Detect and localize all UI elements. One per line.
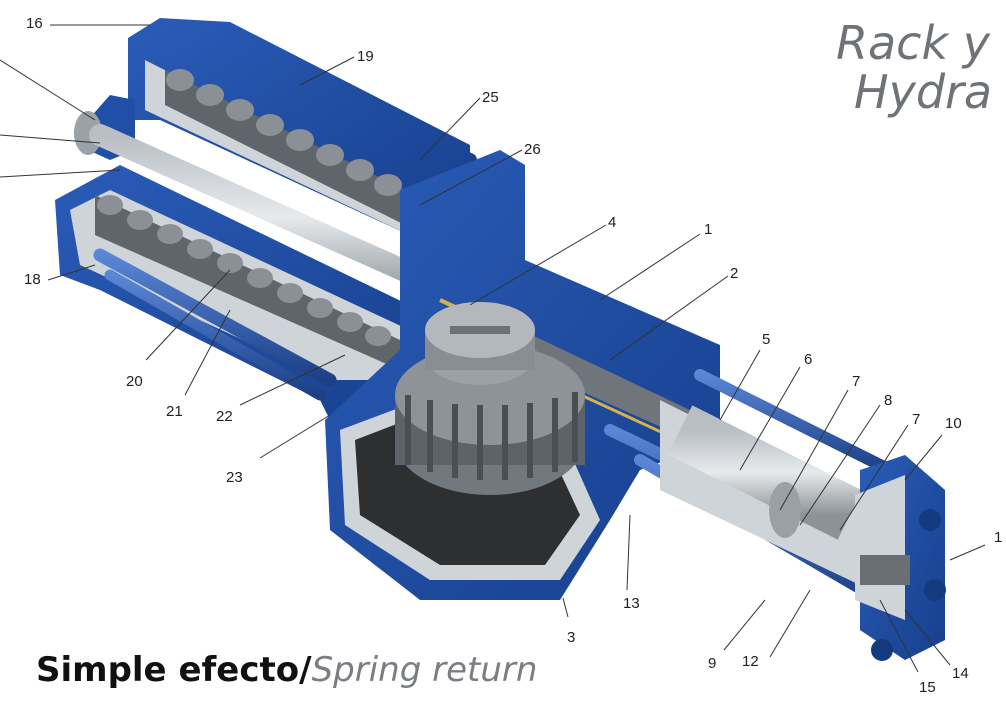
title-line-2: Hydra [854,65,993,119]
label-25: 25 [482,89,499,106]
label-6: 6 [804,351,813,368]
caption: Simple efecto/Spring return [36,650,537,690]
label-8: 8 [884,392,893,409]
label-26: 26 [524,141,541,158]
label-7a: 7 [852,373,861,390]
label-13: 13 [623,595,640,612]
label-5: 5 [762,331,771,348]
label-2: 2 [730,265,739,282]
label-1-right: 1 [994,529,1003,546]
label-9: 9 [708,655,717,672]
label-18: 18 [24,271,41,288]
label-12: 12 [742,653,759,670]
label-15: 15 [919,679,936,696]
label-3: 3 [567,629,576,646]
label-1: 1 [704,221,713,238]
label-19: 19 [357,48,374,65]
label-22: 22 [216,408,233,425]
caption-bold: Simple efecto/ [36,650,312,690]
upper-spring [165,69,405,225]
label-10: 10 [945,415,962,432]
label-16: 16 [26,15,43,32]
label-14: 14 [952,665,969,682]
label-4: 4 [608,214,617,231]
lower-spring [95,195,400,370]
caption-italic: Spring return [311,650,538,690]
label-7b: 7 [912,411,921,428]
hydraulic-cylinder [604,369,946,661]
title-line-1: Rack y [836,16,990,70]
lower-tie-rod [93,248,337,387]
pinion-gear [395,302,585,495]
label-21: 21 [166,403,183,420]
label-20: 20 [126,373,143,390]
label-23: 23 [226,469,243,486]
leader-lines [0,24,986,673]
